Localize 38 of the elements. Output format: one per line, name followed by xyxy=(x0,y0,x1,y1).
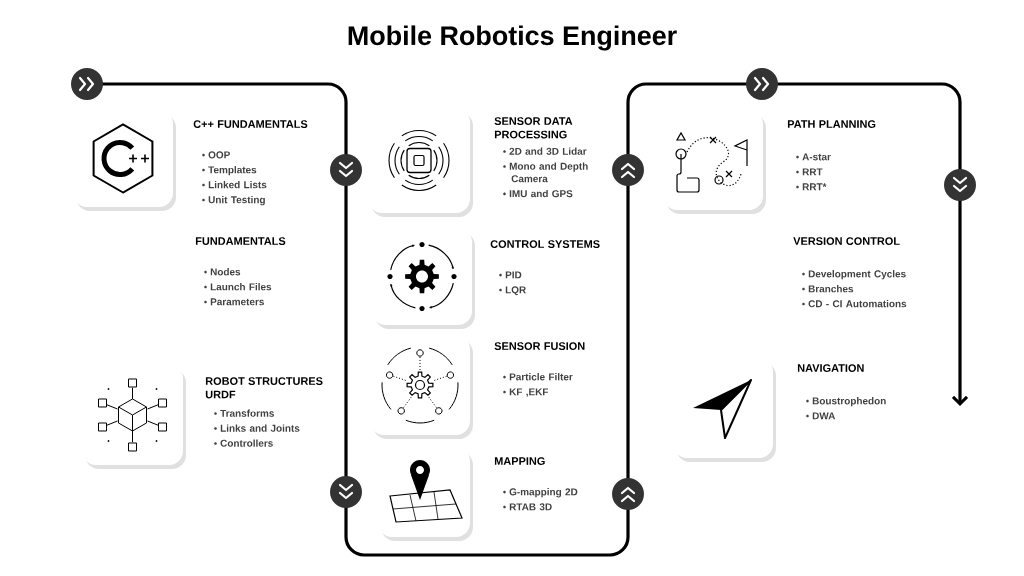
section-heading: FUNDAMENTALS xyxy=(195,237,286,245)
section-heading: ROBOT STRUCTURES URDF xyxy=(205,377,323,399)
bullet-item: Particle Filter xyxy=(503,373,573,381)
bullet-item: Controllers xyxy=(214,439,273,447)
bullet-item: 2D and 3D Lidar xyxy=(503,147,587,155)
bullet-item: CD - CI Automations xyxy=(802,300,907,308)
bullet-item: A-star xyxy=(796,153,831,161)
section-heading: SENSOR FUSION xyxy=(494,342,585,350)
bullet-item: OOP xyxy=(202,151,230,159)
section-heading: NAVIGATION xyxy=(797,364,864,372)
bullet-item: Launch Files xyxy=(204,283,272,291)
bullet-item: LQR xyxy=(499,286,526,296)
bullet-item: RRT* xyxy=(796,183,827,191)
bullet-item: Transforms xyxy=(214,409,274,417)
section-heading: CONTROL SYSTEMS xyxy=(490,240,600,248)
bullet-item: Unit Testing xyxy=(202,195,265,206)
bullet-item: IMU and GPS xyxy=(503,189,573,198)
bullet-item: Templates xyxy=(202,166,257,176)
bullet-item: DWA xyxy=(806,412,836,420)
section-heading: MAPPING xyxy=(494,457,545,465)
bullet-item: G-mapping 2D xyxy=(503,488,578,498)
bullet-item: RTAB 3D xyxy=(503,503,552,511)
bullet-item: Boustrophedon xyxy=(806,397,886,407)
section-heading: VERSION CONTROL xyxy=(793,237,900,245)
section-heading: C++ FUNDAMENTALS xyxy=(193,120,308,128)
bullet-item: Linked Lists xyxy=(202,181,267,189)
bullet-item: Development Cycles xyxy=(802,270,906,280)
bullet-item: Links and Joints xyxy=(214,424,300,432)
bullet-item: RRT xyxy=(796,168,823,176)
bullet-item: Branches xyxy=(802,285,854,293)
bullet-item: Mono and Depth Camera xyxy=(503,162,588,183)
section-heading: PATH PLANNING xyxy=(787,120,876,128)
bullet-item: Parameters xyxy=(204,298,264,306)
section-heading: SENSOR DATA PROCESSING xyxy=(494,117,573,139)
title: Mobile Robotics Engineer xyxy=(348,25,677,51)
bullet-item: Nodes xyxy=(204,268,241,276)
bullet-item: KF ,EKF xyxy=(503,388,549,397)
bullet-item: PID xyxy=(499,271,522,279)
